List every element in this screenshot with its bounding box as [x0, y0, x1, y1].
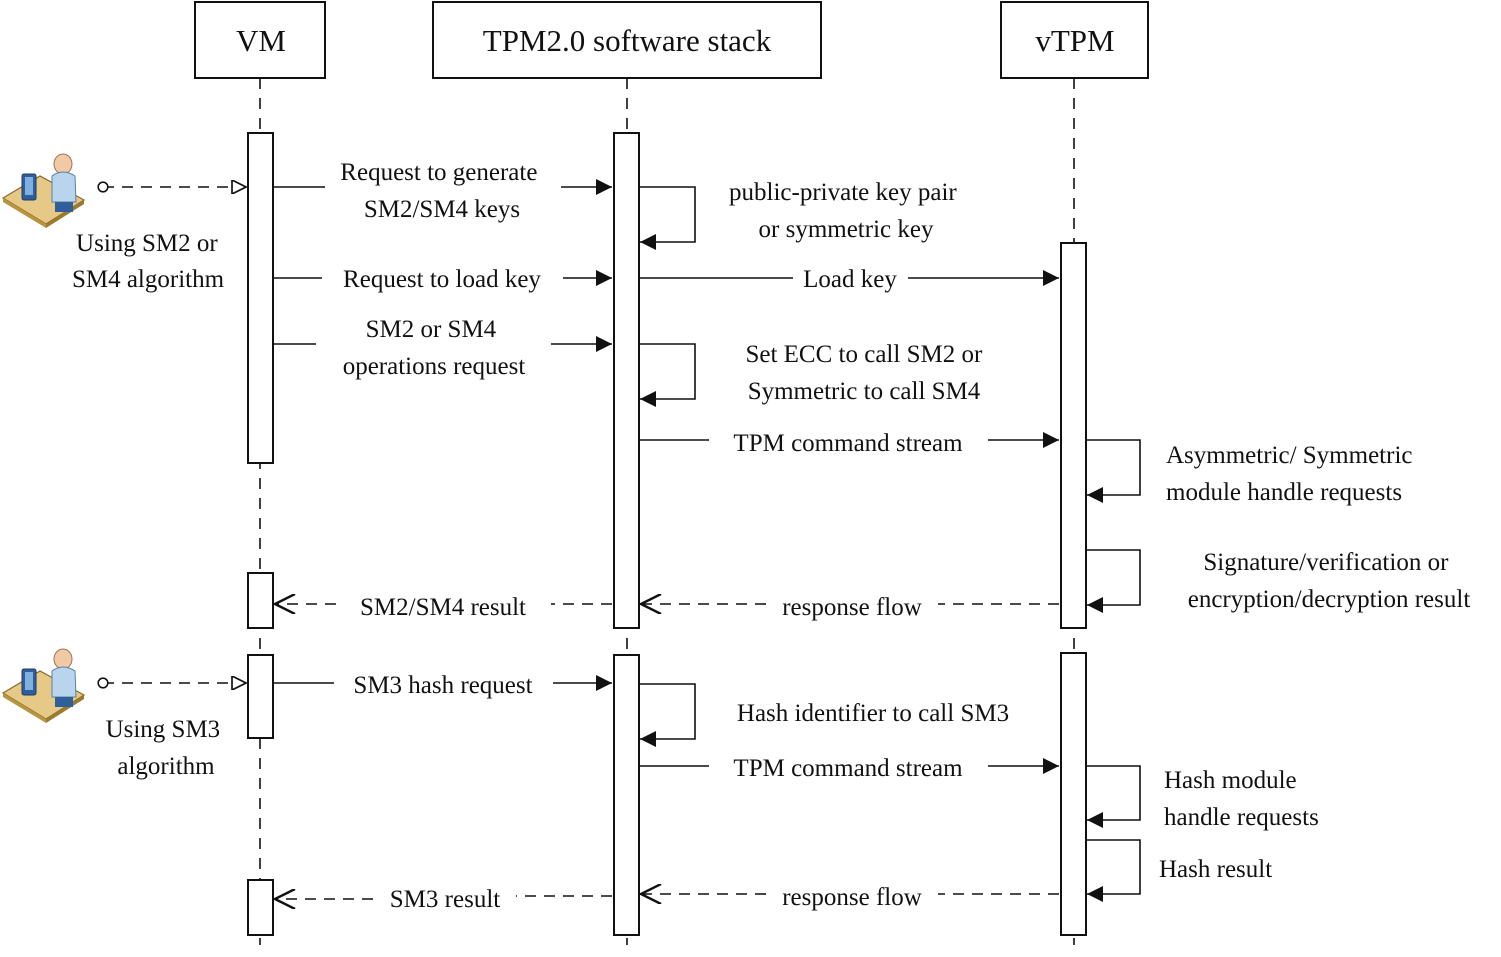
self-msg-key-pair-label: public-private key pair or symmetric key	[729, 179, 963, 243]
participant-vm: VM	[194, 1, 326, 79]
self-msg-hash-module-arrow	[1087, 765, 1141, 828]
actor-label-2: Using SM3 algorithm	[106, 716, 227, 780]
user-icon	[1, 648, 86, 723]
self-msg-hash-identifier-label: Hash identifier to call SM3	[737, 700, 1009, 727]
activation-stack-1	[613, 132, 640, 629]
activation-vm-4	[247, 879, 274, 936]
msg-generate-keys-label: Request to generate SM2/SM4 keys	[340, 159, 543, 223]
actor-label-1: Using SM2 or SM4 algorithm	[72, 230, 225, 293]
msg-operations-request-label: SM2 or SM4 operations request	[343, 316, 526, 380]
msg-load-key-request-label: Request to load key	[343, 266, 541, 293]
activation-vm-3	[247, 654, 274, 739]
self-msg-signature-arrow	[1087, 549, 1141, 613]
activation-vtpm-2	[1060, 652, 1087, 936]
participant-vtpm-label: vTPM	[1035, 23, 1114, 58]
self-msg-set-ecc-label: Set ECC to call SM2 or Symmetric to call…	[745, 341, 988, 405]
self-msg-hash-result-arrow	[1087, 839, 1141, 902]
self-msg-module-handle-arrow	[1087, 439, 1141, 503]
msg-sm3-hash-request-label: SM3 hash request	[353, 672, 532, 699]
self-msg-key-pair-arrow	[640, 186, 696, 250]
user-icon	[1, 153, 86, 228]
msg-load-key-label: Load key	[803, 266, 897, 293]
return-response-flow-label-1: response flow	[782, 594, 922, 621]
activation-vm-2	[247, 572, 274, 629]
participant-software-stack: TPM2.0 software stack	[432, 1, 822, 79]
activation-stack-2	[613, 654, 640, 936]
participant-stack-label: TPM2.0 software stack	[483, 23, 772, 58]
return-sm3-result-label: SM3 result	[390, 886, 500, 913]
self-msg-module-handle-label: Asymmetric/ Symmetric module handle requ…	[1166, 442, 1419, 506]
self-msg-hash-identifier-arrow	[640, 683, 696, 747]
self-msg-hash-result-label: Hash result	[1159, 856, 1272, 883]
msg-tpm-command-label-2: TPM command stream	[733, 755, 963, 782]
self-msg-signature-label: Signature/verification or encryption/dec…	[1188, 549, 1471, 613]
msg-tpm-command-label-1: TPM command stream	[733, 430, 963, 457]
participant-vtpm: vTPM	[1000, 1, 1149, 79]
activation-vm-1	[247, 132, 274, 464]
participant-vm-label: VM	[236, 23, 286, 58]
return-response-flow-label-2: response flow	[782, 884, 922, 911]
self-msg-set-ecc-arrow	[640, 343, 696, 407]
return-sm2-sm4-result-label: SM2/SM4 result	[360, 594, 526, 621]
activation-vtpm-1	[1060, 242, 1087, 629]
self-msg-hash-module-label: Hash module handle requests	[1164, 767, 1319, 831]
